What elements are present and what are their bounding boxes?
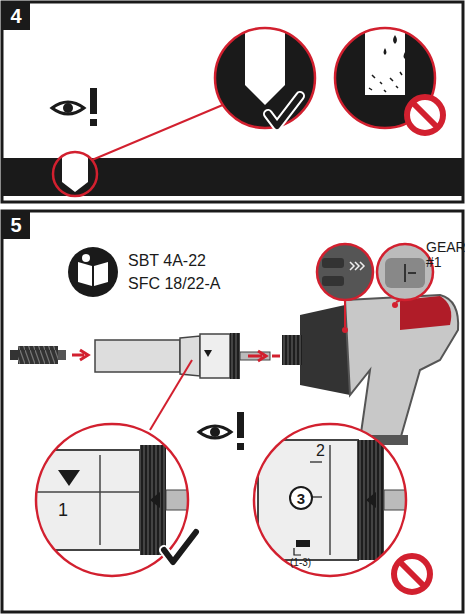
node-text: 5 [10,214,21,237]
node-text: 3 [297,490,305,507]
scale-number: 2 [316,442,325,460]
product-name: SBT 4A-22 [128,252,206,270]
scale-number: 1 [58,500,68,521]
step-number: 5 [2,211,30,239]
step-number: 4 [2,2,30,30]
range-note: (1-3) [290,557,311,568]
node-text: 4 [10,5,21,28]
product-name: SFC 18/22-A [128,275,220,293]
gear-position-circle: 3 [289,486,313,510]
gear-label: GEAR #1 [426,240,460,271]
